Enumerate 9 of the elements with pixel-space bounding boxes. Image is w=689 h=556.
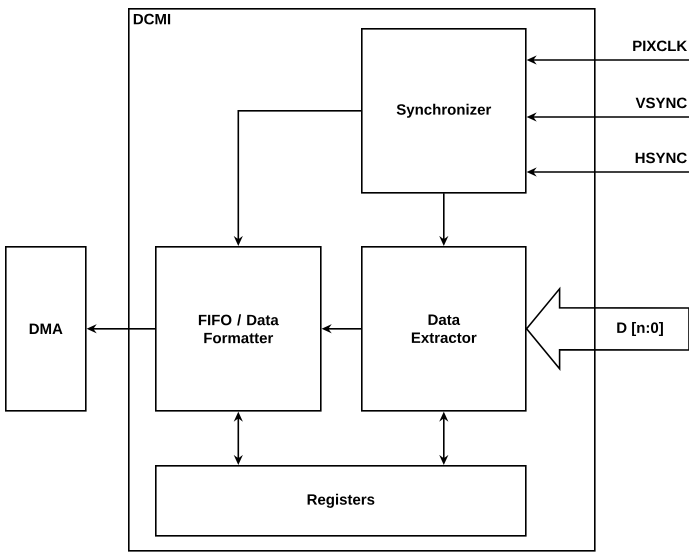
process-box: Data Extractor (361, 246, 527, 412)
process-box: Synchronizer (361, 28, 527, 194)
edge-label: HSYNC (636, 152, 687, 164)
process-box: DMA (5, 246, 87, 412)
edge-label: VSYNC (636, 98, 687, 108)
edge-label: PIXCLK (633, 40, 688, 52)
edge-label: D [n:0] (615, 321, 665, 337)
process-box: FIFO / Data Formatter (155, 246, 322, 412)
process-box: Registers (155, 465, 527, 537)
